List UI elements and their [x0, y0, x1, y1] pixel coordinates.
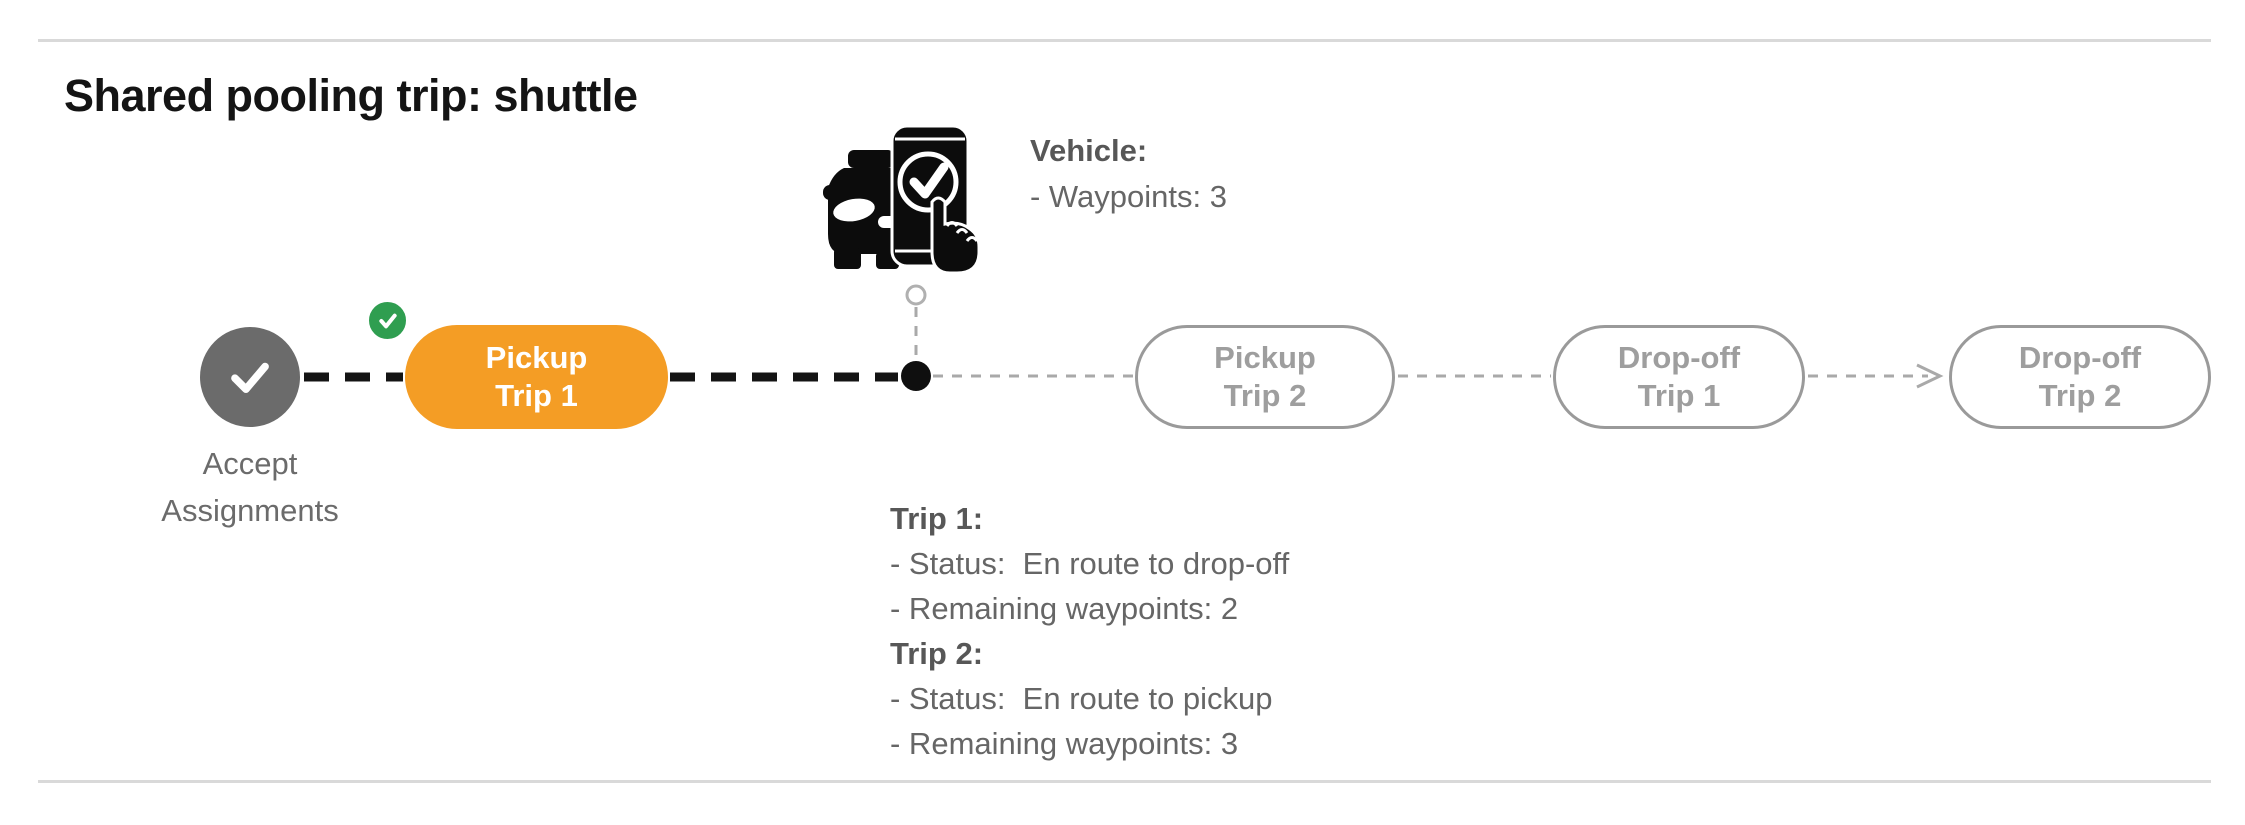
accept-assignments-node [200, 327, 300, 427]
stage-label-line2: Trip 1 [1637, 378, 1721, 413]
vehicle-info-heading: Vehicle: [1030, 133, 1148, 168]
accept-assignments-label: Accept Assignments [161, 446, 339, 528]
trip1-heading: Trip 1: [890, 501, 984, 536]
trip1-waypoints-line: - Remaining waypoints: 2 [890, 591, 1239, 626]
page-title: Shared pooling trip: shuttle [64, 70, 638, 121]
vehicle-waypoints-line: - Waypoints: 3 [1030, 179, 1227, 214]
trip-status-info: Trip 1: - Status: En route to drop-off -… [890, 496, 1289, 766]
check-icon [231, 362, 269, 393]
stage-pickup-trip-1: Pickup Trip 1 [405, 325, 668, 429]
current-position-dot [901, 361, 931, 391]
stage-label-line1: Drop-off [1617, 340, 1741, 375]
trip2-heading: Trip 2: [890, 636, 984, 671]
stage-label-line1: Pickup [1214, 340, 1316, 375]
stage-label-line1: Pickup [485, 340, 588, 375]
vehicle-anchor-circle [905, 284, 927, 306]
stage-dropoff-trip-1: Drop-off Trip 1 [1553, 325, 1805, 429]
stage-dropoff-trip-2: Drop-off Trip 2 [1949, 325, 2211, 429]
top-divider [38, 39, 2211, 42]
trip2-status-line: - Status: En route to pickup [890, 681, 1273, 716]
stage-label-line2: Trip 2 [1223, 378, 1307, 413]
stage-label-line2: Trip 1 [495, 378, 578, 413]
bottom-divider [38, 780, 2211, 783]
completed-badge [366, 299, 409, 342]
robotaxi-phone-check-icon [823, 124, 981, 274]
stage-label-line2: Trip 2 [2038, 378, 2122, 413]
trip1-status-line: - Status: En route to drop-off [890, 546, 1290, 581]
arrow-right-icon [1916, 363, 1944, 389]
stage-pickup-trip-2: Pickup Trip 2 [1135, 325, 1395, 429]
vehicle-info: Vehicle: - Waypoints: 3 [1030, 128, 1227, 220]
trip2-waypoints-line: - Remaining waypoints: 3 [890, 726, 1239, 761]
check-icon [378, 313, 397, 328]
stage-label-line1: Drop-off [2018, 340, 2142, 375]
